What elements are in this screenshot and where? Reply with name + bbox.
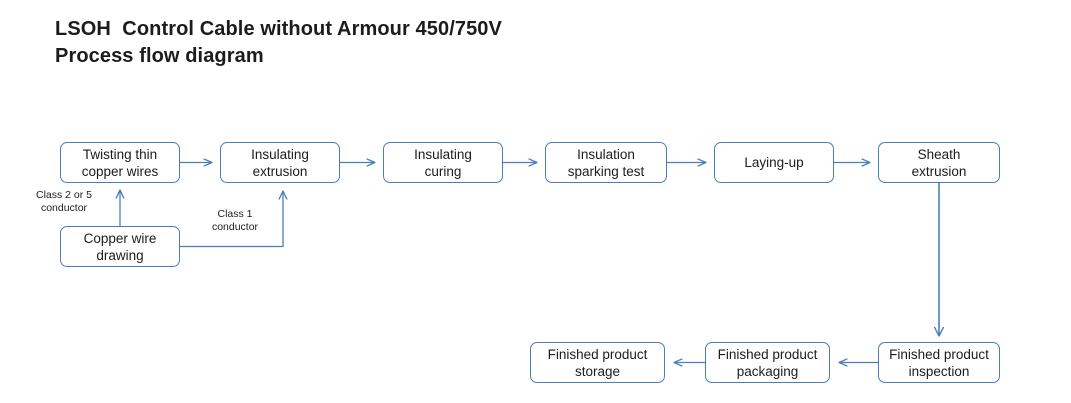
node-label: Copper wire drawing — [83, 230, 157, 263]
node-copper-wire-drawing[interactable]: Copper wire drawing — [60, 226, 180, 267]
node-sheath-extrusion[interactable]: Sheath extrusion — [878, 142, 1000, 183]
node-insulation-sparking-test[interactable]: Insulation sparking test — [545, 142, 667, 183]
node-finished-product-inspection[interactable]: Finished product inspection — [878, 342, 1000, 383]
edge-copper-wire-drawing-to-insulating-extrusion — [180, 191, 283, 248]
node-finished-product-packaging[interactable]: Finished product packaging — [705, 342, 830, 383]
node-label: Insulating extrusion — [251, 146, 309, 179]
page-title-line-2: Process flow diagram — [55, 45, 264, 67]
node-laying-up[interactable]: Laying-up — [714, 142, 834, 183]
node-label: Finished product inspection — [889, 346, 989, 379]
node-twisting-thin-copper-wires[interactable]: Twisting thin copper wires — [60, 142, 180, 183]
node-label: Twisting thin copper wires — [81, 146, 159, 179]
node-insulating-extrusion[interactable]: Insulating extrusion — [220, 142, 340, 183]
page-title-line-1: LSOH Control Cable without Armour 450/75… — [55, 18, 502, 40]
node-label: Laying-up — [744, 155, 804, 170]
node-label: Insulation sparking test — [567, 146, 645, 179]
page-title: LSOH Control Cable without Armour 450/75… — [55, 16, 755, 70]
edge-label-class-1-conductor: Class 1 conductor — [211, 208, 259, 233]
node-label: Finished product storage — [547, 346, 648, 379]
node-label: Finished product packaging — [717, 346, 818, 379]
node-label: Insulating curing — [414, 146, 472, 179]
node-insulating-curing[interactable]: Insulating curing — [383, 142, 503, 183]
node-label: Sheath extrusion — [911, 146, 967, 179]
edge-label-class-2-or-5-conductor: Class 2 or 5 conductor — [35, 189, 93, 214]
node-finished-product-storage[interactable]: Finished product storage — [530, 342, 665, 383]
